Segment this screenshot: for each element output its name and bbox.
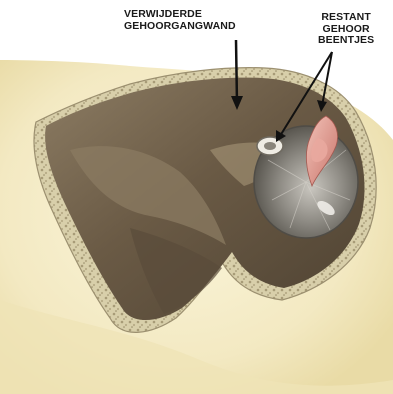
label-remaining-ossicles: RESTANT GEHOOR BEENTJES: [318, 12, 374, 47]
ossicle-stapes-ring-inner: [264, 142, 276, 150]
label-removed-canal-wall-line2: GEHOORGANGWAND: [124, 21, 236, 33]
label-removed-canal-wall: VERWIJDERDE GEHOORGANGWAND: [124, 9, 236, 32]
label-remaining-ossicles-line1: RESTANT: [318, 12, 374, 24]
label-remaining-ossicles-line3: BEENTJES: [318, 35, 374, 47]
label-removed-canal-wall-line1: VERWIJDERDE: [124, 9, 236, 21]
pointer-line-removed-wall: [236, 40, 237, 104]
